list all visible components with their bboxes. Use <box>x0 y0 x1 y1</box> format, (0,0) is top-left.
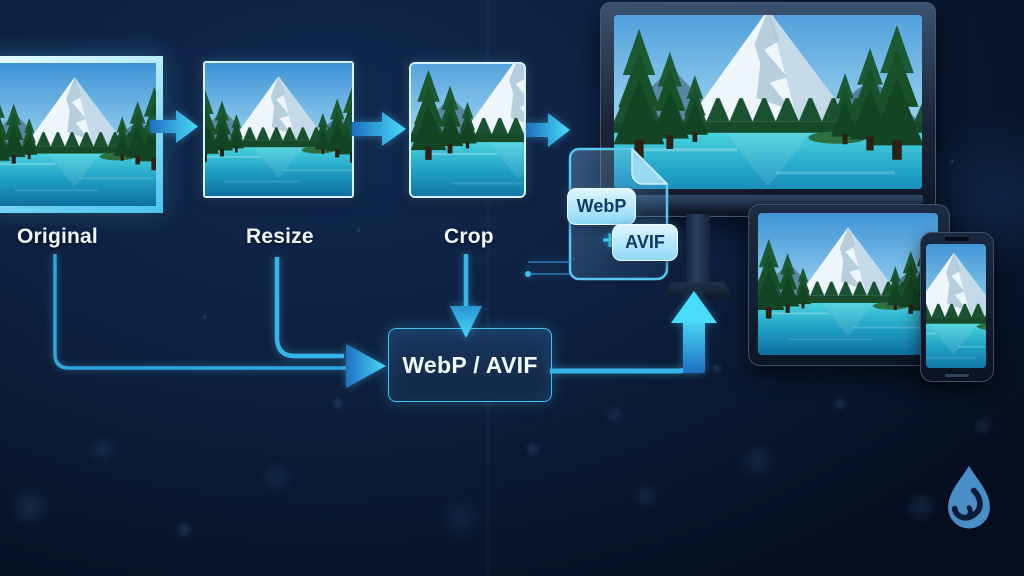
cropped-image-thumbnail <box>409 62 526 198</box>
tablet-screen <box>758 213 938 355</box>
output-connector-line <box>550 350 693 374</box>
forest-crop-image <box>411 64 524 196</box>
step-label-original: Original <box>17 225 98 248</box>
tablet <box>748 204 950 366</box>
mountain-lake-image-tablet <box>758 213 938 355</box>
phone-home-bar <box>945 374 969 377</box>
monitor-screen <box>614 15 922 189</box>
phone-notch <box>945 237 969 241</box>
avif-badge-label: AVIF <box>625 232 665 252</box>
mountain-lake-image-original <box>0 63 156 206</box>
arrow-right-icon <box>526 113 570 147</box>
phone-screen <box>926 244 986 368</box>
resize-connector-line <box>274 257 344 359</box>
output-format-label: WebP / AVIF <box>402 351 538 378</box>
resized-image-thumbnail <box>203 61 354 198</box>
step-label-crop: Crop <box>444 225 494 248</box>
avif-format-badge: AVIF <box>612 224 678 261</box>
up-arrow-shaft <box>683 318 705 373</box>
output-format-box: WebP / AVIF <box>388 328 552 402</box>
webp-format-badge: WebP <box>567 188 636 225</box>
mountain-lake-image-phone <box>926 244 986 368</box>
webp-badge-label: WebP <box>576 196 627 216</box>
arrow-right-icon <box>352 112 406 146</box>
file-folded-corner <box>631 148 668 185</box>
original-connector-line <box>53 254 350 370</box>
monitor-stand-neck <box>686 214 710 288</box>
merge-arrow-right-icon <box>346 344 386 388</box>
mountain-lake-image-resized <box>205 63 352 196</box>
monitor-stand-base <box>662 282 734 298</box>
step-label-resize: Resize <box>246 225 314 248</box>
smartphone <box>920 232 994 382</box>
background-streak <box>484 0 492 576</box>
drupal-logo-icon <box>948 465 990 529</box>
circuit-trace <box>525 261 570 277</box>
original-image-thumbnail <box>0 56 163 213</box>
